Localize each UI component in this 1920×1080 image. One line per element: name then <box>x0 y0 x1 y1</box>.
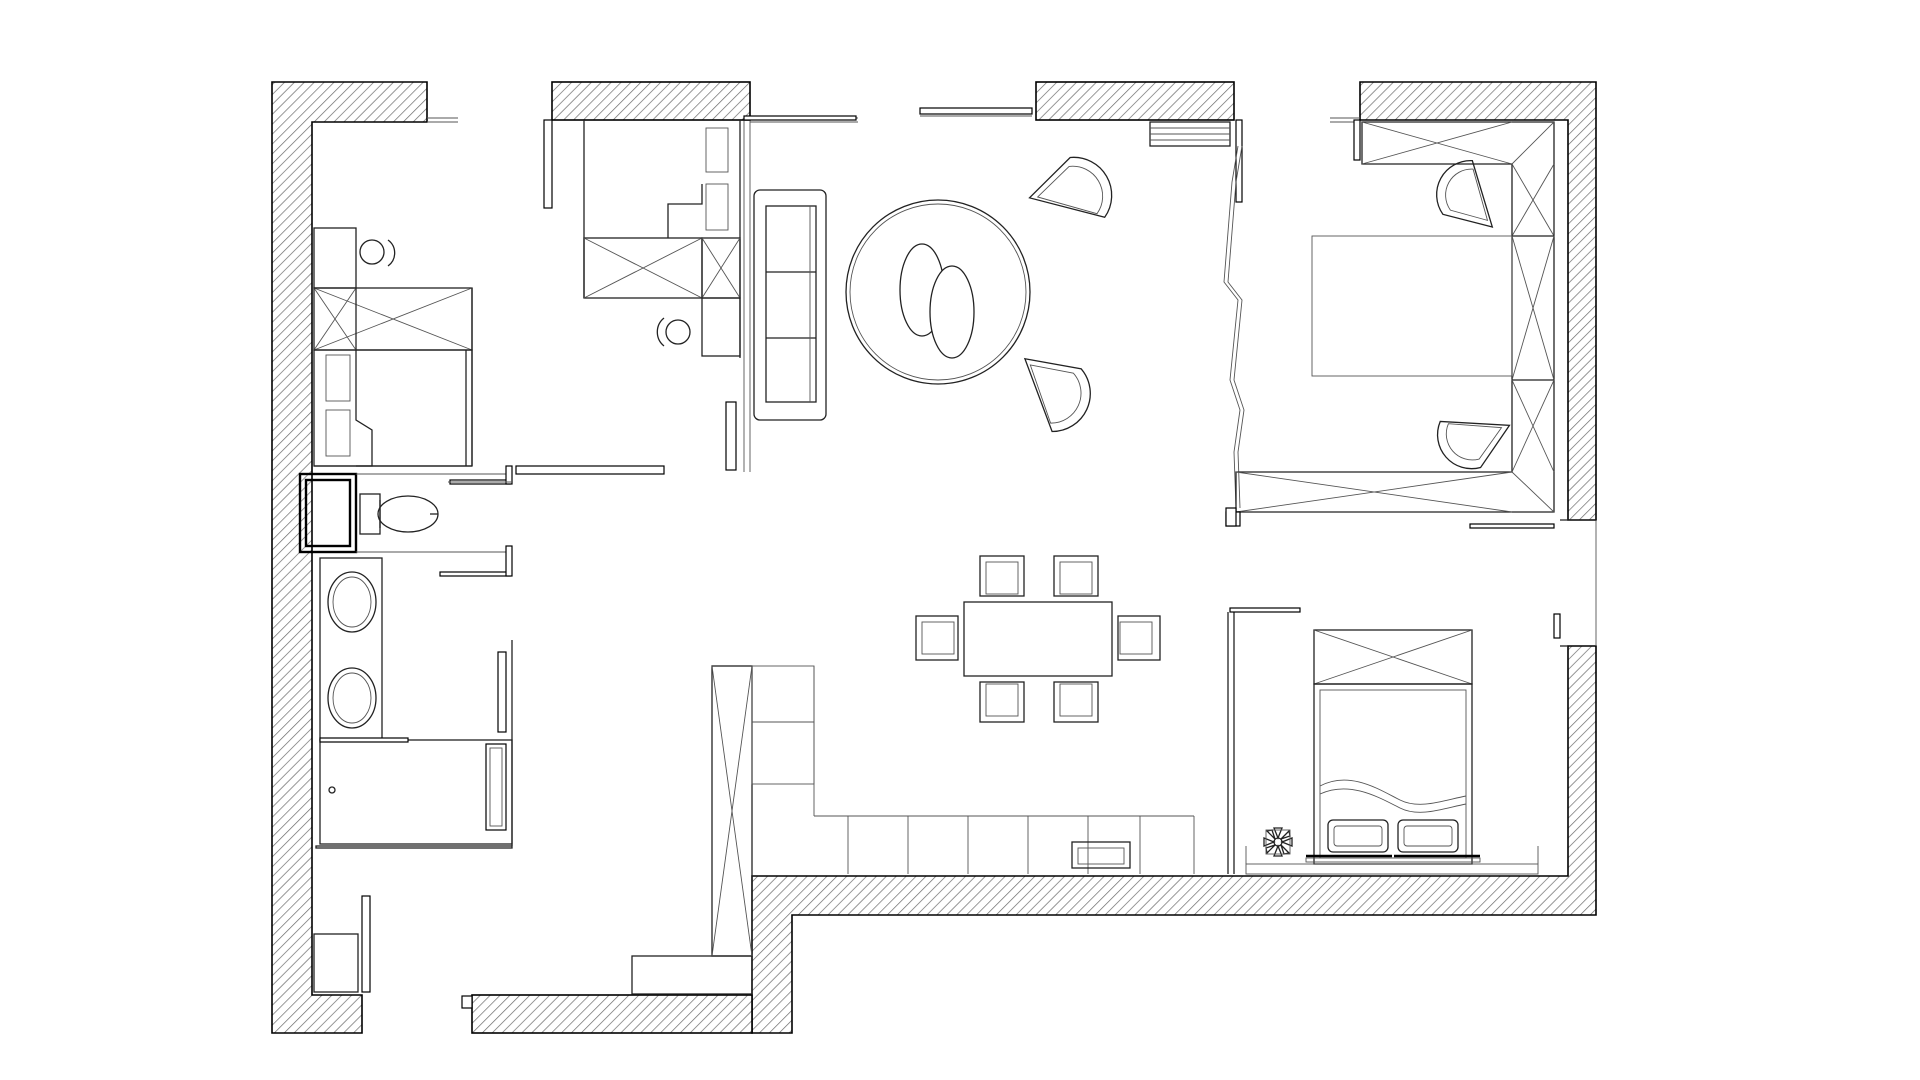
kitchen <box>711 665 1195 957</box>
lounge-chair-1 <box>1028 156 1113 219</box>
dining-chair <box>979 681 1025 723</box>
tall-cabinet <box>711 665 753 957</box>
shower-drain-icon <box>328 786 336 794</box>
double-bed <box>1313 683 1473 865</box>
wall-top-3 <box>1035 81 1235 121</box>
entrance-hall <box>313 895 753 1009</box>
lounge-chair-2 <box>1023 357 1091 433</box>
plant-icon <box>1263 827 1293 857</box>
wall-bottom-right <box>751 645 1597 1034</box>
bathroom <box>315 557 513 849</box>
bedroom-chair-1 <box>1436 160 1494 228</box>
stool-icon <box>359 239 385 265</box>
dining-chair <box>1053 555 1099 597</box>
dining-area <box>915 555 1161 723</box>
dining-chair <box>1053 681 1099 723</box>
sofa <box>753 189 827 421</box>
toilet <box>298 465 513 577</box>
basin-icon-1 <box>327 571 377 633</box>
exterior-walls <box>271 81 1597 1034</box>
toilet-bowl-icon <box>377 495 439 533</box>
master-bedroom <box>1223 121 1555 529</box>
pillow <box>1327 819 1389 853</box>
desk-chair-icon <box>665 319 691 345</box>
basin-icon-2 <box>327 667 377 729</box>
wall-bottom-mid <box>471 994 753 1034</box>
round-rug <box>845 199 1031 385</box>
bedroom-chair-2 <box>1436 420 1511 470</box>
dining-chair <box>1117 615 1161 661</box>
wall-top-2 <box>551 81 751 121</box>
wall-left <box>271 81 428 1034</box>
interior-walls <box>314 288 1237 527</box>
wardrobe-closet <box>313 227 473 467</box>
master-bed <box>1311 235 1513 377</box>
dining-chair <box>979 555 1025 597</box>
pillow <box>1397 819 1459 853</box>
dining-chair <box>915 615 959 661</box>
study <box>583 115 857 472</box>
dining-table <box>963 601 1113 677</box>
oven <box>1071 841 1131 869</box>
shaft <box>298 472 358 554</box>
wall-right-upper <box>1359 81 1597 521</box>
windows <box>427 107 1361 209</box>
living-room <box>448 156 1113 483</box>
coffee-table-2 <box>929 265 975 359</box>
bedroom <box>1227 607 1539 875</box>
